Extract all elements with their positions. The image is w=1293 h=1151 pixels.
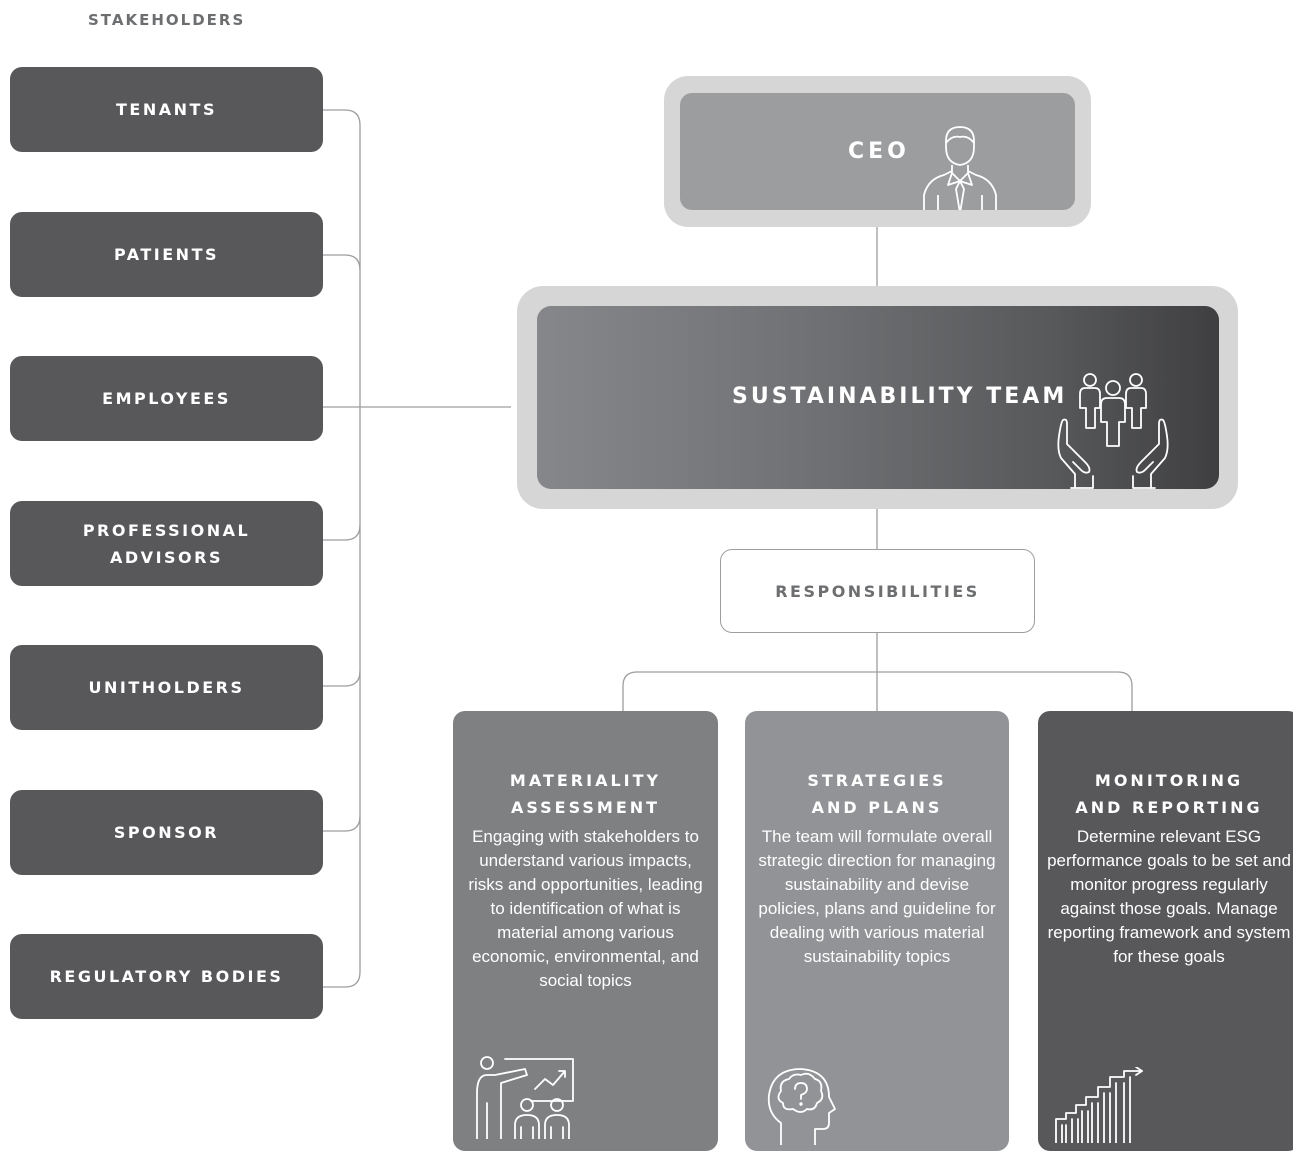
businessman-icon	[923, 126, 997, 210]
connector-unitholders	[323, 670, 361, 687]
ceo-box: CEO	[680, 93, 1075, 210]
responsibilities-box: RESPONSIBILITIES	[720, 549, 1035, 633]
stakeholder-tenants: TENANTS	[10, 67, 323, 152]
connector-patients	[323, 254, 361, 271]
connector-tenants	[323, 109, 361, 988]
stakeholders-heading: STAKEHOLDERS	[88, 11, 246, 29]
card-strategies-and-plans: STRATEGIES AND PLANS The team will formu…	[745, 711, 1009, 1151]
connector-sponsor	[323, 815, 361, 832]
stakeholder-sponsor: SPONSOR	[10, 790, 323, 875]
stakeholder-patients: PATIENTS	[10, 212, 323, 297]
connector-cards-bar	[622, 671, 1133, 711]
card-title: STRATEGIES AND PLANS	[807, 771, 947, 817]
team-label: SUSTAINABILITY TEAM	[732, 384, 1068, 409]
card-materiality-assessment: MATERIALITY ASSESSMENT Engaging with sta…	[453, 711, 718, 1151]
hands-holding-people-icon	[1057, 373, 1169, 489]
card-description: Engaging with stakeholders to understand…	[468, 827, 703, 990]
stakeholder-unitholders: UNITHOLDERS	[10, 645, 323, 730]
stakeholder-employees: EMPLOYEES	[10, 356, 323, 441]
growth-chart-icon	[1055, 1067, 1143, 1143]
ceo-label: CEO	[848, 139, 910, 164]
card-description: The team will formulate overall strategi…	[758, 827, 996, 966]
connector-advisors	[323, 524, 361, 541]
presentation-icon	[476, 1056, 574, 1139]
sustainability-team-box: SUSTAINABILITY TEAM	[537, 306, 1219, 489]
stakeholder-professional-advisors: PROFESSIONAL ADVISORS	[10, 501, 323, 586]
thinking-head-icon	[767, 1068, 836, 1145]
card-description: Determine relevant ESG performance goals…	[1047, 827, 1291, 966]
stakeholder-regulatory-bodies: REGULATORY BODIES	[10, 934, 323, 1019]
card-monitoring-and-reporting: MONITORING AND REPORTING Determine relev…	[1038, 711, 1293, 1151]
card-title: MATERIALITY ASSESSMENT	[509, 771, 662, 817]
card-title: MONITORING AND REPORTING	[1075, 771, 1263, 817]
